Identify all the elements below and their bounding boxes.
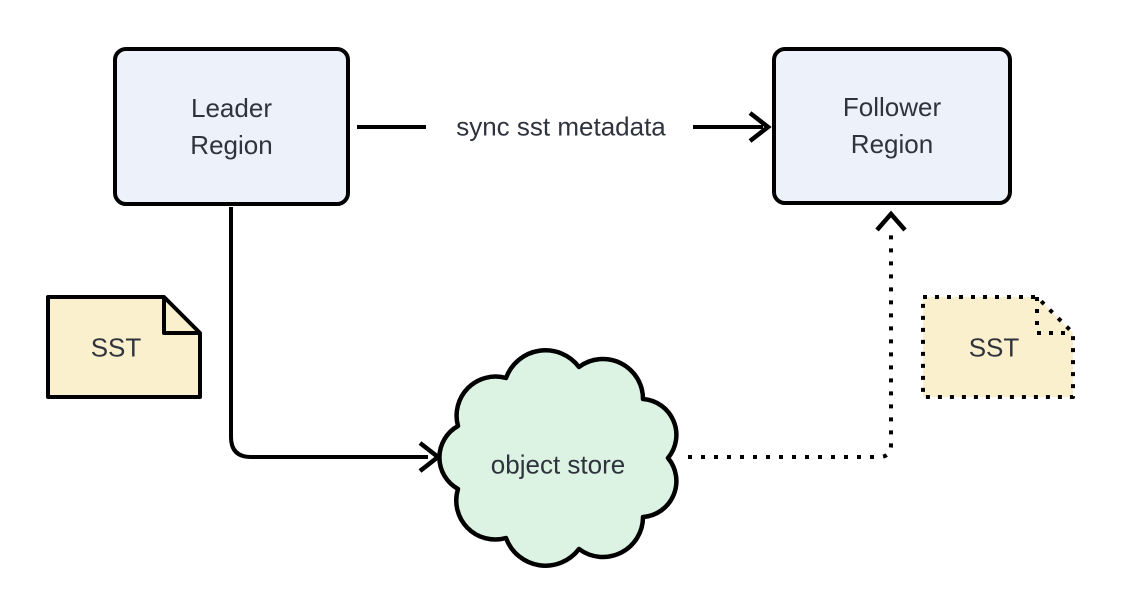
follower-region-node: Follower Region [772,47,1012,205]
sync-sst-metadata-edge-label: sync sst metadata [456,111,666,142]
edge-leader-to-object-store [229,207,442,473]
folded-corner-icon [162,297,200,335]
edge-sync-sst-metadata [357,111,772,143]
sst-document-right [921,295,1075,399]
arrowhead-up-icon [875,210,907,232]
sst-left-label: SST [90,332,142,363]
leader-region-label-line2: Region [190,129,273,160]
sst-right-label: SST [968,332,1020,363]
follower-region-label-line2: Region [850,129,934,159]
edge-object-store-to-follower [688,210,907,459]
sst-document-left [46,295,202,399]
follower-region-label-line1: Follower [842,92,942,122]
object-store-cloud-shape [437,348,679,568]
object-store-label: object store [490,449,626,480]
folded-corner-icon [1035,297,1073,335]
arrowhead-right-icon [748,111,772,143]
leader-region-label-line1: Leader [191,92,272,123]
leader-region-node: Leader Region [113,47,350,206]
